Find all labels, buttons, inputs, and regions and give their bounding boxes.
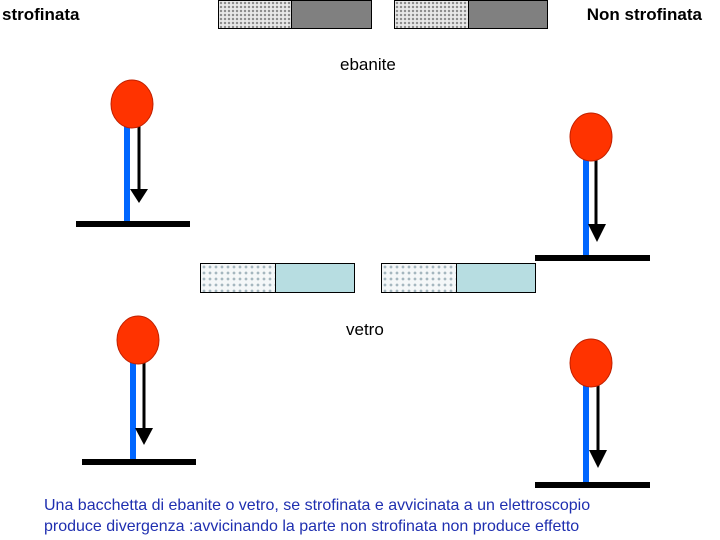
caption: Una bacchetta di ebanite o vetro, se str… <box>44 495 704 537</box>
label-glass: vetro <box>346 320 384 339</box>
rubbed-section <box>382 264 456 292</box>
electroscope-ebonite-not-rubbed <box>535 112 650 261</box>
unrubbed-section <box>468 1 547 28</box>
label-not-rubbed: Non strofinata <box>586 5 702 24</box>
leaf-tip <box>130 189 148 203</box>
leaf-tip <box>135 428 153 445</box>
glass-rod-left <box>200 263 355 293</box>
electroscope-ball <box>116 315 160 365</box>
ebonite-rod-right <box>394 0 548 29</box>
rubbed-section <box>201 264 275 292</box>
unrubbed-section <box>275 264 354 292</box>
caption-line-1: Una bacchetta di ebanite o vetro, se str… <box>44 497 591 514</box>
ebonite-rod-left <box>218 0 372 29</box>
electroscope-ball <box>110 79 154 129</box>
leaf-tip <box>588 224 606 242</box>
rubbed-section <box>219 1 291 28</box>
electroscope-glass-not-rubbed <box>535 338 650 488</box>
unrubbed-section <box>291 1 371 28</box>
glass-rod-right <box>381 263 536 293</box>
caption-line-2: produce divergenza :avvicinando la parte… <box>44 518 580 535</box>
electroscope-ball <box>569 112 613 162</box>
electroscope-ball <box>569 338 613 388</box>
label-rubbed: strofinata <box>2 5 80 24</box>
label-ebonite: ebanite <box>340 55 396 74</box>
unrubbed-section <box>456 264 535 292</box>
electroscope-ebonite-rubbed <box>76 79 190 227</box>
electroscope-glass-rubbed <box>82 315 196 465</box>
leaf-tip <box>589 450 607 468</box>
rubbed-section <box>395 1 468 28</box>
